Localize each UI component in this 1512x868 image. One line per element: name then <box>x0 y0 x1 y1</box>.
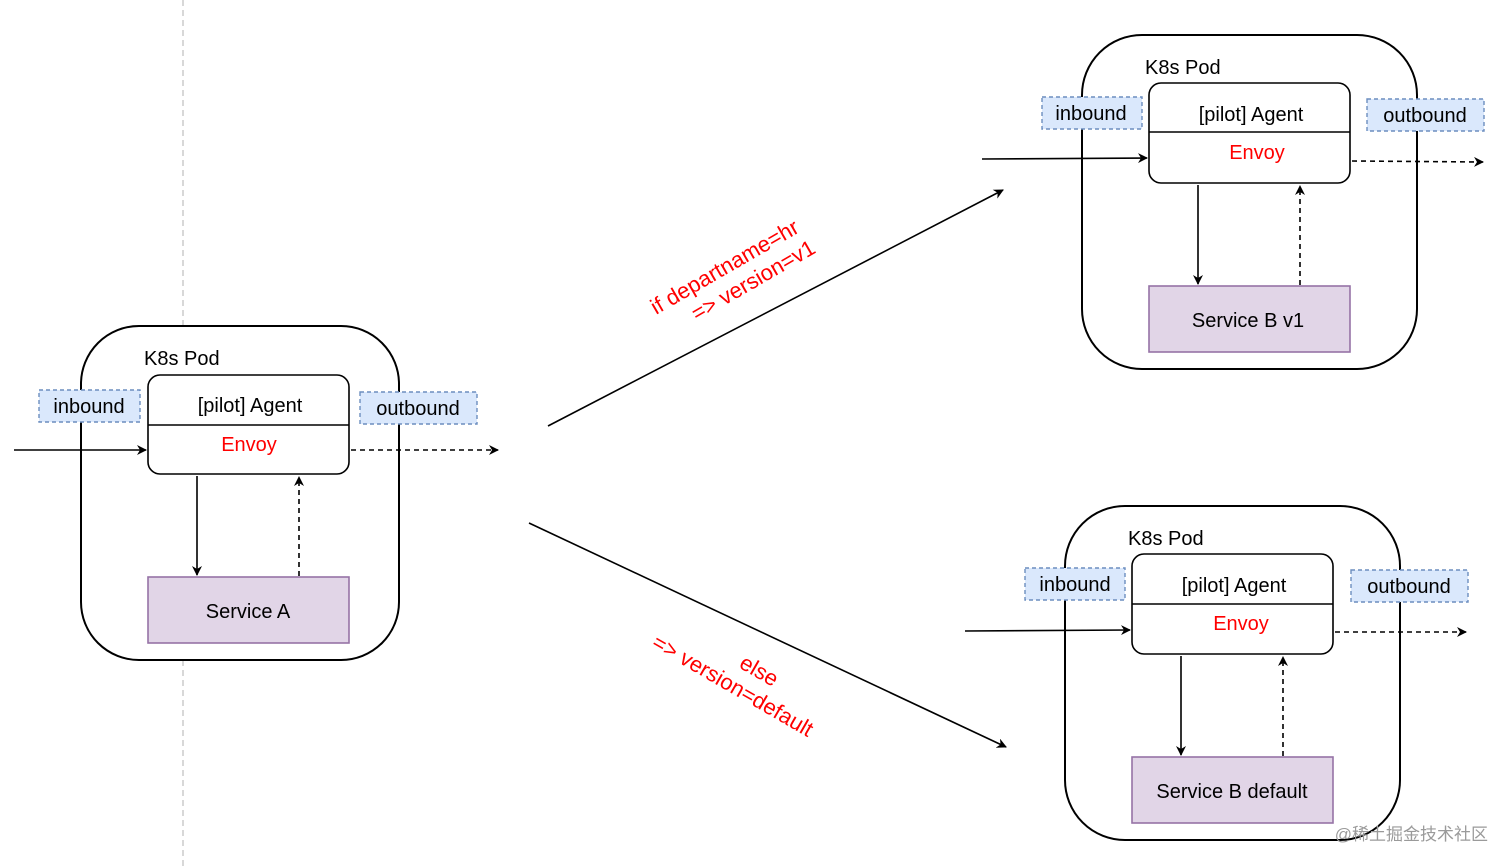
inbound-label: inbound <box>1055 103 1126 125</box>
inbound-tag <box>1024 567 1126 601</box>
watermark-text: @稀土掘金技术社区 <box>1335 825 1488 844</box>
service-label: Service B default <box>1156 781 1308 803</box>
inbound-tag <box>38 389 141 423</box>
agent-label: [pilot] Agent <box>198 395 303 417</box>
pod-title: K8s Pod <box>1128 528 1204 550</box>
pod-service-b-default: K8s Pod [pilot] Agent Envoy Service B de… <box>964 505 1469 841</box>
inbound-arrow <box>981 153 1148 164</box>
route-arrow-v1 <box>547 189 1004 427</box>
agent-label: [pilot] Agent <box>1199 104 1304 126</box>
pod-service-b-v1: K8s Pod [pilot] Agent Envoy Service B v1… <box>981 34 1485 370</box>
outbound-label: outbound <box>1383 105 1466 127</box>
service-box <box>1131 756 1334 824</box>
service-label: Service A <box>206 601 291 623</box>
inbound-tag <box>1041 96 1143 130</box>
outbound-label: outbound <box>376 398 459 420</box>
envoy-label: Envoy <box>1213 613 1269 635</box>
envoy-label: Envoy <box>221 434 277 456</box>
agent-label: [pilot] Agent <box>1182 575 1287 597</box>
inbound-arrow <box>964 625 1131 636</box>
inbound-label: inbound <box>53 396 124 418</box>
envoy-label: Envoy <box>1229 142 1285 164</box>
outbound-tag <box>1366 98 1485 132</box>
inbound-label: inbound <box>1039 574 1110 596</box>
rule-default: else => version=default <box>648 629 818 741</box>
service-label: Service B v1 <box>1192 310 1304 332</box>
outbound-arrow <box>1351 156 1484 167</box>
service-box <box>147 576 350 644</box>
pod-title: K8s Pod <box>1145 57 1221 79</box>
rule-v1: if departname=hr => version=v1 <box>646 214 819 326</box>
pod-title: K8s Pod <box>144 348 220 370</box>
envoy-sidecar-box <box>1148 82 1351 184</box>
outbound-label: outbound <box>1367 576 1450 598</box>
service-box <box>1148 285 1351 353</box>
outbound-tag <box>1350 569 1469 603</box>
pod-service-a: K8s Pod [pilot] Agent Envoy Service A in… <box>14 325 499 661</box>
outbound-tag <box>359 391 478 425</box>
route-arrow-default <box>528 522 1007 748</box>
